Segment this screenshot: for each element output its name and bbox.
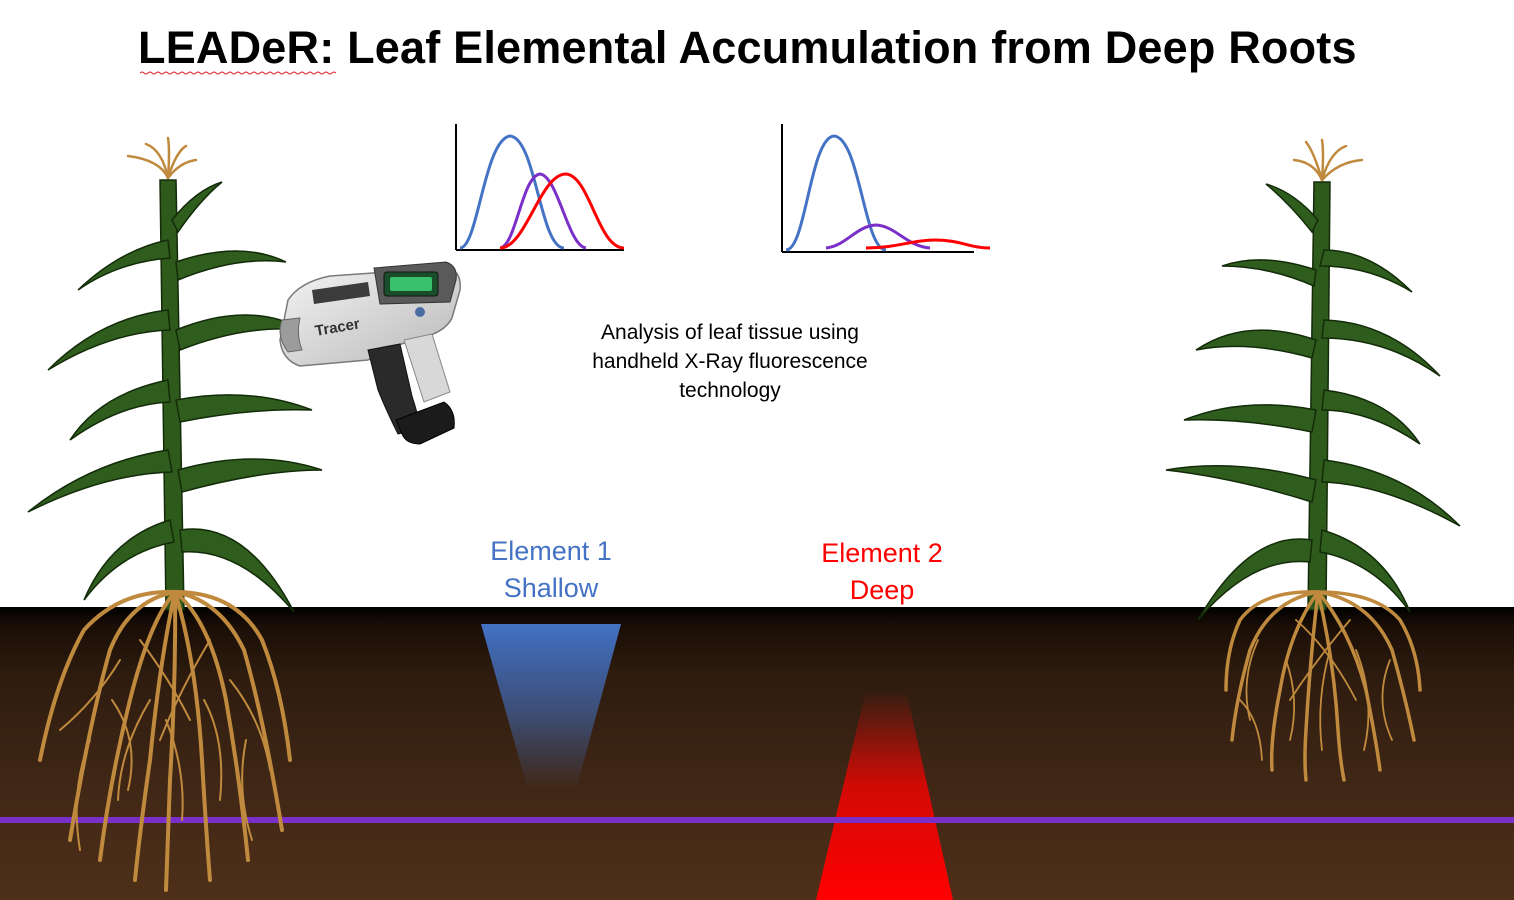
spectrum-chart-2 bbox=[781, 124, 991, 253]
element1-name: Element 1 bbox=[490, 536, 612, 566]
chart2-series-element2 bbox=[865, 238, 991, 250]
element2-name: Element 2 bbox=[821, 538, 943, 568]
chart1-series-element1 bbox=[459, 134, 565, 250]
spellcheck-underline bbox=[140, 71, 336, 75]
chart2-series-element1 bbox=[785, 134, 887, 252]
chart1-series-element2 bbox=[499, 172, 625, 250]
spectrum-chart-1 bbox=[455, 124, 625, 251]
xrf-device-icon: Tracer bbox=[279, 261, 461, 445]
element1-depth: Shallow bbox=[503, 573, 599, 603]
caption-line-2: handheld X-Ray fluorescence bbox=[592, 350, 868, 373]
shallow-zone bbox=[481, 624, 621, 790]
analysis-caption: Analysis of leaf tissue using handheld X… bbox=[560, 318, 900, 405]
element1-label: Element 1 Shallow bbox=[451, 533, 651, 607]
chart1-series-mid bbox=[499, 172, 587, 250]
corn-plant-right bbox=[1165, 138, 1461, 782]
element2-label: Element 2 Deep bbox=[782, 535, 982, 609]
caption-line-1: Analysis of leaf tissue using bbox=[601, 321, 859, 344]
element2-depth: Deep bbox=[849, 575, 915, 605]
caption-line-3: technology bbox=[679, 379, 781, 402]
deep-zone bbox=[816, 690, 953, 900]
page-title: LEADeR: Leaf Elemental Accumulation from… bbox=[138, 22, 1357, 73]
corn-plant-left bbox=[27, 136, 323, 892]
